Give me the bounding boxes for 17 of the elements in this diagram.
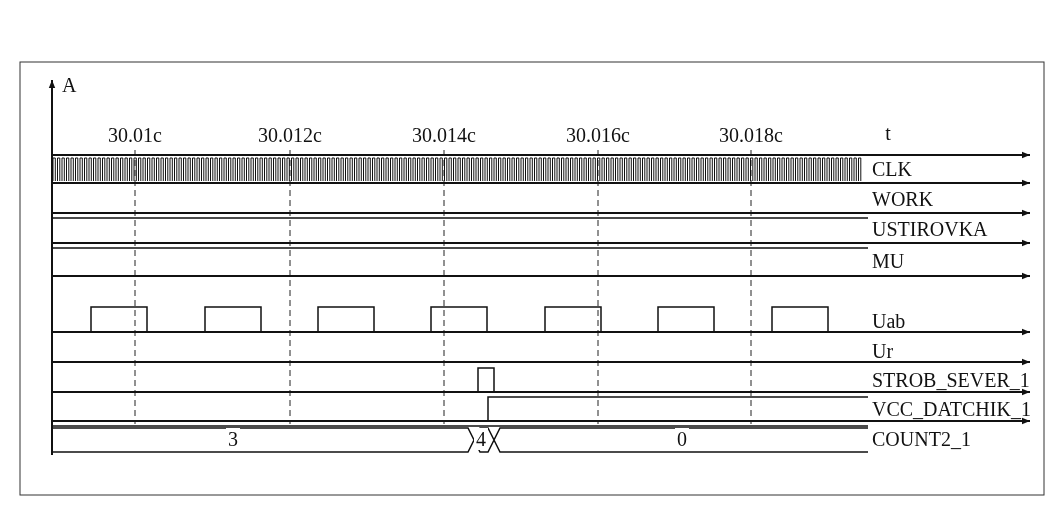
signal-name: CLK [872, 158, 912, 180]
bus-value: 4 [474, 428, 488, 450]
signal-name: STROB_SEVER_1 [872, 369, 1030, 391]
tick-label: 30.014c [412, 124, 476, 146]
axis-label: t [885, 122, 891, 144]
tick-label: 30.01c [108, 124, 162, 146]
signal-name: Uab [872, 310, 906, 332]
tick-label: 30.012c [258, 124, 322, 146]
signal-name: VCC_DATCHIK_1 [872, 398, 1031, 420]
signal-name: USTIROVKA [872, 218, 988, 240]
tick-label: 30.018c [719, 124, 783, 146]
signal-name: COUNT2_1 [872, 428, 971, 450]
signal-name: WORK [872, 188, 934, 210]
tick-label: 30.016c [566, 124, 630, 146]
signal-name: MU [872, 250, 905, 272]
axis-label: A [62, 74, 77, 96]
signal-name: Ur [872, 340, 894, 362]
